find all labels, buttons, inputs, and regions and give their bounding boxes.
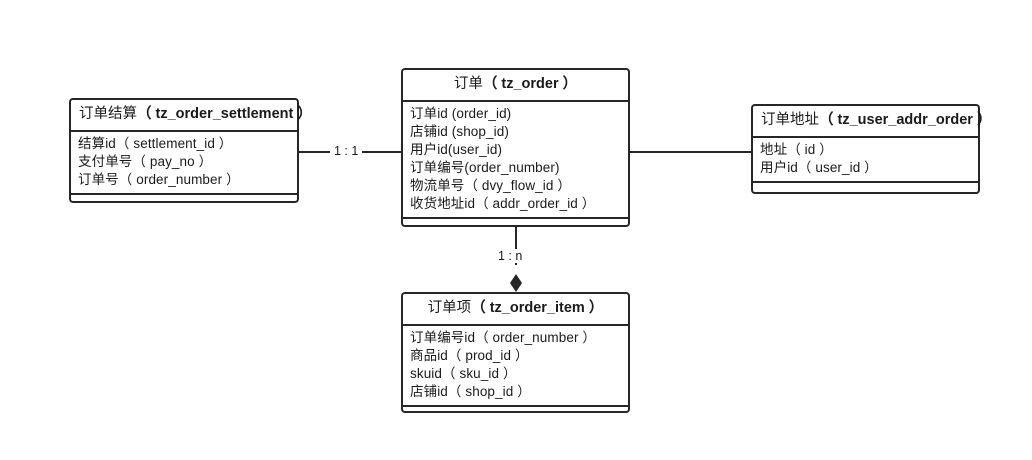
field-row: 订单编号(order_number): [410, 160, 560, 176]
field-row: 用户id（ user_id ）: [760, 160, 878, 176]
field-row: 订单号（ order_number ）: [78, 172, 240, 188]
field-row: 物流单号（ dvy_flow_id ）: [410, 178, 571, 194]
entity-table-order-settlement: （ tz_order_settlement ）: [137, 106, 312, 122]
entity-fields-order-item: 订单编号id（ order_number ） 商品id（ prod_id ） s…: [403, 326, 628, 408]
entity-order[interactable]: 订单（ tz_order ） 订单id (order_id) 店铺id (sho…: [401, 68, 630, 227]
relation-label-settlement-order: 1 : 1: [330, 144, 363, 158]
entity-name-order-settlement: 订单结算: [79, 106, 137, 122]
field-row: 结算id（ settlement_id ）: [78, 136, 233, 152]
connector-order-to-address: [630, 151, 751, 153]
entity-fields-order-settlement: 结算id（ settlement_id ） 支付单号（ pay_no ） 订单号…: [71, 132, 297, 196]
connector-order-to-item: [515, 227, 517, 265]
entity-user-addr-order[interactable]: 订单地址（ tz_user_addr_order ） 地址（ id ） 用户id…: [751, 104, 991, 194]
entity-order-settlement[interactable]: 订单结算（ tz_order_settlement ） 结算id（ settle…: [69, 98, 312, 203]
entity-title-user-addr-order: 订单地址（ tz_user_addr_order ）: [753, 106, 991, 139]
field-row: 店铺id (shop_id): [410, 124, 509, 140]
entity-fields-order: 订单id (order_id) 店铺id (shop_id) 用户id(user…: [403, 102, 628, 220]
entity-name-order-item: 订单项: [427, 300, 472, 316]
entity-title-order: 订单（ tz_order ）: [403, 70, 628, 103]
entity-order-item[interactable]: 订单项（ tz_order_item ） 订单编号id（ order_numbe…: [401, 292, 630, 413]
entity-table-order: （ tz_order ）: [482, 76, 578, 92]
field-row: 收货地址id（ addr_order_id ）: [410, 196, 596, 212]
entity-name-order: 订单: [453, 76, 483, 92]
entity-name-user-addr-order: 订单地址: [761, 112, 819, 128]
entity-fields-user-addr-order: 地址（ id ） 用户id（ user_id ）: [753, 138, 978, 184]
field-row: 订单编号id（ order_number ）: [410, 330, 597, 346]
entity-footer-order-settlement: [71, 195, 297, 217]
entity-title-order-settlement: 订单结算（ tz_order_settlement ）: [71, 100, 312, 133]
entity-footer-order: [403, 219, 628, 241]
entity-title-order-item: 订单项（ tz_order_item ）: [403, 294, 628, 327]
entity-footer-user-addr-order: [753, 183, 978, 205]
field-row: 支付单号（ pay_no ）: [78, 154, 213, 170]
entity-table-order-item: （ tz_order_item ）: [471, 300, 604, 316]
entity-footer-order-item: [403, 407, 628, 429]
field-row: 商品id（ prod_id ）: [410, 348, 529, 364]
field-row: 店铺id（ shop_id ）: [410, 384, 531, 400]
field-row: 订单id (order_id): [410, 106, 512, 122]
entity-table-user-addr-order: （ tz_user_addr_order ）: [819, 112, 992, 128]
field-row: 用户id(user_id): [410, 142, 503, 158]
field-row: skuid（ sku_id ）: [410, 366, 517, 382]
field-row: 地址（ id ）: [760, 142, 833, 158]
relation-label-order-item: 1 : n: [494, 249, 527, 263]
